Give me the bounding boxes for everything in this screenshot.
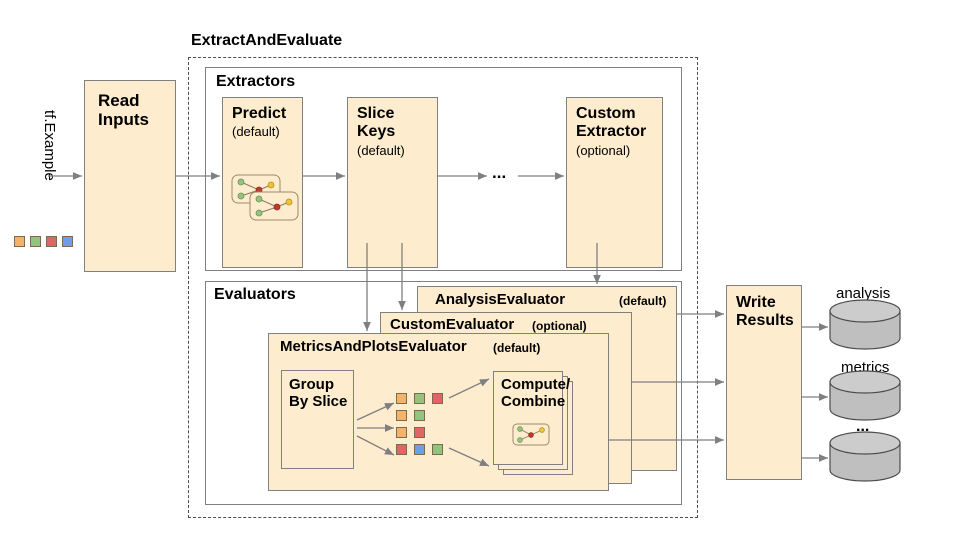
compute-combine-box[interactable]: Compute/ Combine	[493, 371, 570, 465]
slice-swatch-r2-c1	[414, 427, 425, 438]
slice-swatch-r0-c1	[414, 393, 425, 404]
extractor-predict-qualifier: (default)	[232, 124, 280, 139]
read-inputs-box[interactable]: Read Inputs	[84, 80, 176, 272]
input-swatch-green	[30, 236, 41, 247]
evaluator-analysis-name: AnalysisEvaluator	[435, 291, 566, 308]
extractor-slice-keys-name: Slice Keys	[357, 105, 396, 140]
extractor-custom-name: Custom Extractor	[576, 105, 647, 140]
evaluator-custom-name: CustomEvaluator	[390, 316, 515, 333]
extractor-slice-keys-box[interactable]: Slice Keys (default)	[347, 97, 438, 268]
extractor-predict-name: Predict	[232, 105, 287, 122]
extractor-predict-box[interactable]: Predict (default)	[222, 97, 303, 268]
slice-swatch-r3-c2	[432, 444, 443, 455]
slice-swatch-r1-c0	[396, 410, 407, 421]
output-cylinder-other	[829, 431, 901, 482]
input-swatch-blue	[62, 236, 73, 247]
output-label-analysis: analysis	[836, 285, 891, 302]
slice-swatch-r2-c0	[396, 427, 407, 438]
evaluators-label: Evaluators	[214, 286, 296, 303]
slice-swatch-r1-c1	[414, 410, 425, 421]
slice-swatch-r0-c2	[432, 393, 443, 404]
extractor-custom-qualifier: (optional)	[576, 143, 631, 158]
evaluator-analysis-qualifier: (default)	[619, 294, 667, 308]
write-results-box[interactable]: Write Results	[726, 285, 802, 480]
extractor-custom-box[interactable]: Custom Extractor (optional)	[566, 97, 663, 268]
extractor-slice-keys-qualifier: (default)	[357, 143, 405, 158]
evaluator-custom-qualifier: (optional)	[532, 319, 587, 333]
slice-swatch-r0-c0	[396, 393, 407, 404]
extractors-label: Extractors	[216, 73, 296, 90]
output-label-ellipsis: ...	[856, 418, 870, 435]
evaluator-metrics-qualifier: (default)	[493, 341, 541, 355]
write-results-label: Write Results	[736, 294, 794, 329]
read-inputs-label: Read Inputs	[98, 91, 149, 130]
compute-combine-label: Compute/ Combine	[501, 376, 571, 410]
extract-and-evaluate-title: ExtractAndEvaluate	[191, 32, 343, 49]
group-by-slice-label: Group By Slice	[289, 376, 348, 410]
input-label: tf.Example	[41, 110, 58, 181]
group-by-slice-box[interactable]: Group By Slice	[281, 370, 354, 469]
output-cylinder-analysis	[829, 299, 901, 350]
input-swatch-red	[46, 236, 57, 247]
extractors-ellipsis: ...	[492, 163, 507, 182]
output-cylinder-metrics	[829, 370, 901, 421]
input-swatch-orange	[14, 236, 25, 247]
extract-and-evaluate-group	[188, 57, 698, 518]
slice-swatch-r3-c0	[396, 444, 407, 455]
slice-swatch-r3-c1	[414, 444, 425, 455]
output-label-metrics: metrics	[841, 359, 890, 376]
evaluator-metrics-name: MetricsAndPlotsEvaluator	[280, 338, 467, 355]
